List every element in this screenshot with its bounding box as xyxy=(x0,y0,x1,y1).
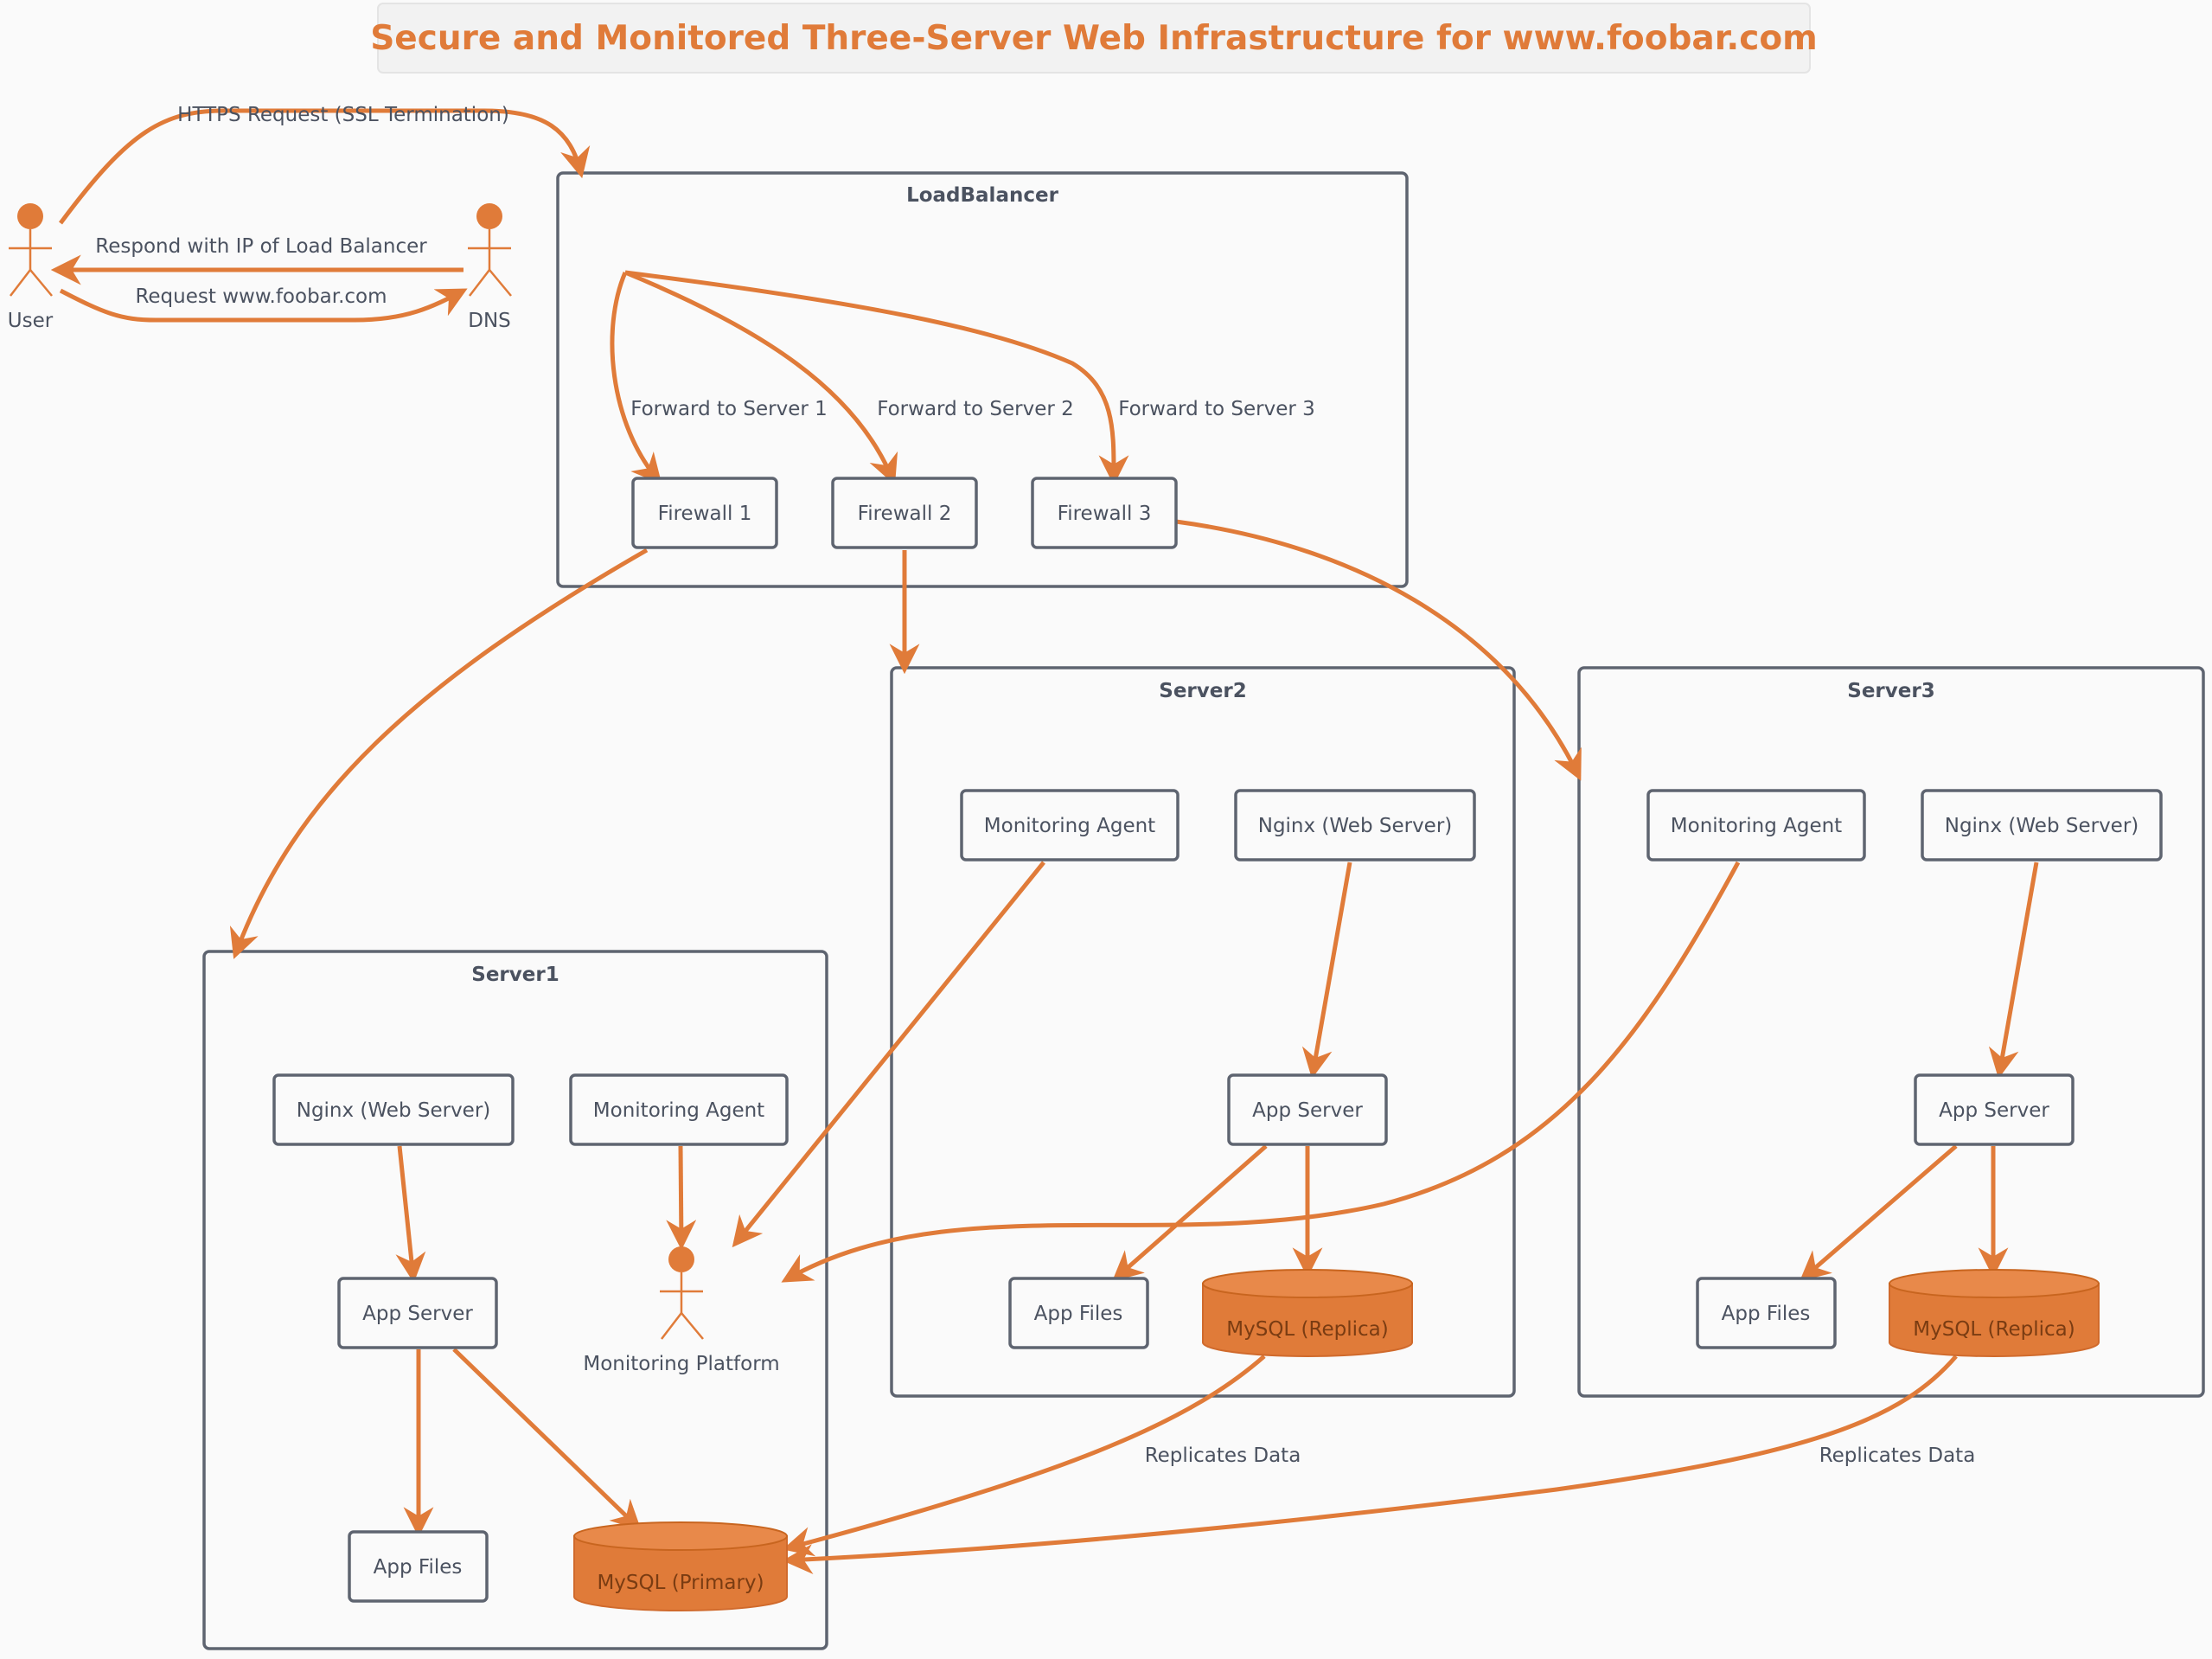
user-actor[interactable]: User xyxy=(8,203,54,332)
edge-user-to-dns xyxy=(59,288,468,323)
s1-nginx-label: Nginx (Web Server) xyxy=(297,1099,491,1122)
edge-lb-to-firewall3 xyxy=(624,270,1129,486)
s2-app-files-node[interactable]: App Files xyxy=(1008,1277,1149,1349)
monitoring-platform-label: Monitoring Platform xyxy=(583,1353,779,1375)
edges xyxy=(50,108,2039,1575)
s1-monitoring-agent-node[interactable]: Monitoring Agent xyxy=(569,1073,789,1146)
edge-s2-monitoring-to-platform xyxy=(732,861,1045,1248)
server2-label: Server2 xyxy=(1159,680,1246,702)
s1-app-server-node[interactable]: App Server xyxy=(337,1277,498,1349)
monitoring-platform-icon xyxy=(668,1246,694,1272)
s1-mysql-primary-label: MySQL (Primary) xyxy=(597,1572,764,1594)
edge-labels: HTTPS Request (SSL Termination) Respond … xyxy=(95,104,1975,1467)
monitoring-platform-actor[interactable]: Monitoring Platform xyxy=(583,1246,780,1375)
edge-lb-to-firewall2 xyxy=(624,270,898,485)
edge-s3-mysql-replicates xyxy=(782,1355,1958,1575)
edge-s3-appserver-to-appfiles xyxy=(1800,1144,1958,1282)
s1-nginx-node[interactable]: Nginx (Web Server) xyxy=(272,1073,515,1146)
dns-actor-icon xyxy=(476,203,502,229)
firewall-1-node[interactable]: Firewall 1 xyxy=(631,477,778,549)
s1-mysql-primary-db[interactable]: MySQL (Primary) xyxy=(573,1521,788,1611)
s3-app-server-node[interactable]: App Server xyxy=(1914,1073,2075,1146)
load-balancer-label: LoadBalancer xyxy=(906,184,1059,207)
s2-mysql-replica-label: MySQL (Replica) xyxy=(1226,1318,1388,1341)
firewall-3-node[interactable]: Firewall 3 xyxy=(1031,477,1178,549)
s1-monitoring-agent-label: Monitoring Agent xyxy=(593,1099,764,1122)
edge-firewall1-to-server1 xyxy=(229,548,649,959)
edge-lb-to-firewall1 xyxy=(610,272,662,484)
label-dns-response: Respond with IP of Load Balancer xyxy=(95,235,427,258)
edge-s2-nginx-to-appserver xyxy=(1301,862,1352,1079)
firewall-2-label: Firewall 2 xyxy=(858,503,952,525)
firewall-1-label: Firewall 1 xyxy=(658,503,752,525)
s3-nginx-node[interactable]: Nginx (Web Server) xyxy=(1921,789,2163,862)
label-https-request: HTTPS Request (SSL Termination) xyxy=(177,104,509,126)
s3-mysql-replica-label: MySQL (Replica) xyxy=(1913,1318,2075,1341)
s2-mysql-replica-db[interactable]: MySQL (Replica) xyxy=(1202,1269,1413,1357)
server3-label: Server3 xyxy=(1847,680,1934,702)
label-forward-server2: Forward to Server 2 xyxy=(877,398,1074,420)
server1-label: Server1 xyxy=(471,964,559,986)
s3-monitoring-agent-node[interactable]: Monitoring Agent xyxy=(1646,789,1866,862)
edge-s1-appserver-to-mysql xyxy=(452,1348,642,1531)
s1-app-server-label: App Server xyxy=(362,1303,473,1325)
s3-nginx-label: Nginx (Web Server) xyxy=(1945,815,2139,837)
s3-app-files-label: App Files xyxy=(1722,1303,1811,1325)
label-dns-request: Request www.foobar.com xyxy=(135,285,387,308)
s3-mysql-replica-db[interactable]: MySQL (Replica) xyxy=(1889,1269,2100,1357)
firewall-2-node[interactable]: Firewall 2 xyxy=(831,477,978,549)
diagram-title: Secure and Monitored Three-Server Web In… xyxy=(370,3,1818,74)
s2-nginx-label: Nginx (Web Server) xyxy=(1258,815,1453,837)
label-forward-server3: Forward to Server 3 xyxy=(1118,398,1315,420)
s3-monitoring-agent-label: Monitoring Agent xyxy=(1671,815,1842,837)
title-text: Secure and Monitored Three-Server Web In… xyxy=(370,19,1818,58)
label-replicates-server3: Replicates Data xyxy=(1819,1444,1976,1467)
edge-s2-appserver-to-appfiles xyxy=(1112,1144,1268,1282)
edge-s1-nginx-to-appserver xyxy=(395,1145,426,1284)
dns-label: DNS xyxy=(468,310,511,332)
s1-app-files-label: App Files xyxy=(374,1556,463,1579)
firewall-3-label: Firewall 3 xyxy=(1058,503,1152,525)
label-replicates-server2: Replicates Data xyxy=(1145,1444,1301,1467)
s3-app-server-label: App Server xyxy=(1939,1099,2049,1122)
edge-s3-monitoring-to-platform xyxy=(781,861,1741,1283)
edge-s3-nginx-to-appserver xyxy=(1988,862,2039,1079)
user-actor-icon xyxy=(17,203,43,229)
edge-s2-mysql-replicates xyxy=(782,1355,1266,1557)
s2-monitoring-agent-label: Monitoring Agent xyxy=(984,815,1155,837)
s3-app-files-node[interactable]: App Files xyxy=(1696,1277,1837,1349)
s2-monitoring-agent-node[interactable]: Monitoring Agent xyxy=(960,789,1180,862)
s2-app-server-label: App Server xyxy=(1252,1099,1363,1122)
dns-actor[interactable]: DNS xyxy=(468,203,512,332)
s2-app-files-label: App Files xyxy=(1034,1303,1123,1325)
user-label: User xyxy=(8,310,54,332)
edge-user-to-loadbalancer xyxy=(58,108,591,225)
edge-firewall3-to-server3 xyxy=(1175,519,1582,781)
label-forward-server1: Forward to Server 1 xyxy=(630,398,828,420)
s1-app-files-node[interactable]: App Files xyxy=(348,1530,489,1603)
s2-nginx-node[interactable]: Nginx (Web Server) xyxy=(1234,789,1476,862)
s2-app-server-node[interactable]: App Server xyxy=(1227,1073,1388,1146)
